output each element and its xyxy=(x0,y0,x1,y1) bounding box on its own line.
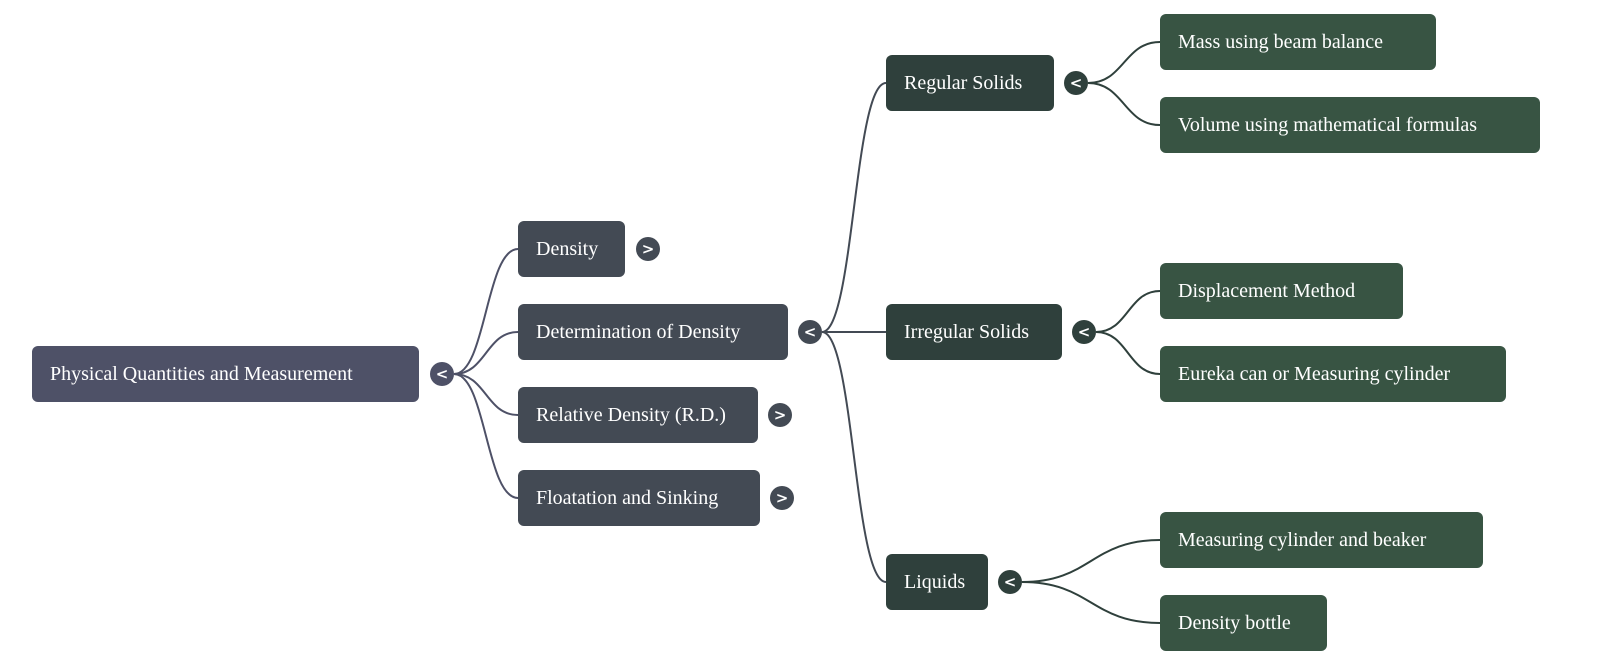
node-density[interactable]: Density xyxy=(518,221,625,277)
node-label: Regular Solids xyxy=(904,72,1023,94)
node-label: Density xyxy=(536,238,599,260)
node-label: Floatation and Sinking xyxy=(536,487,719,509)
node-displacement-method[interactable]: Displacement Method xyxy=(1160,263,1403,319)
node-label: Irregular Solids xyxy=(904,321,1029,343)
node-label: Displacement Method xyxy=(1178,280,1356,302)
node-regular-solids[interactable]: Regular Solids xyxy=(886,55,1054,111)
node-eureka-can[interactable]: Eureka can or Measuring cylinder xyxy=(1160,346,1506,402)
expand-toggle-icon[interactable]: > xyxy=(636,237,660,261)
node-label: Determination of Density xyxy=(536,321,741,343)
node-density-bottle[interactable]: Density bottle xyxy=(1160,595,1327,651)
node-relative-density[interactable]: Relative Density (R.D.) xyxy=(518,387,758,443)
collapse-toggle-icon[interactable]: < xyxy=(1072,320,1096,344)
node-label: Relative Density (R.D.) xyxy=(536,404,726,426)
connector-line xyxy=(1021,539,1161,583)
connector-line xyxy=(1087,82,1161,126)
node-label: Physical Quantities and Measurement xyxy=(50,363,353,385)
collapse-toggle-icon[interactable]: < xyxy=(1064,71,1088,95)
connector-line xyxy=(1087,41,1161,84)
connector-line xyxy=(821,331,887,583)
node-irregular-solids[interactable]: Irregular Solids xyxy=(886,304,1062,360)
node-determination-of-density[interactable]: Determination of Density xyxy=(518,304,788,360)
collapse-toggle-icon[interactable]: < xyxy=(430,362,454,386)
node-mass-using-beam-balance[interactable]: Mass using beam balance xyxy=(1160,14,1436,70)
node-label: Volume using mathematical formulas xyxy=(1178,114,1478,136)
connector-line xyxy=(1021,581,1161,624)
connector-line xyxy=(453,331,519,375)
node-label: Density bottle xyxy=(1178,612,1291,634)
node-volume-using-formulas[interactable]: Volume using mathematical formulas xyxy=(1160,97,1540,153)
connector-line xyxy=(1095,290,1161,333)
node-label: Measuring cylinder and beaker xyxy=(1178,529,1427,551)
expand-toggle-icon[interactable]: > xyxy=(768,403,792,427)
node-floatation-and-sinking[interactable]: Floatation and Sinking xyxy=(518,470,760,526)
expand-toggle-icon[interactable]: > xyxy=(770,486,794,510)
collapse-toggle-icon[interactable]: < xyxy=(998,570,1022,594)
node-liquids[interactable]: Liquids xyxy=(886,554,988,610)
node-label: Liquids xyxy=(904,571,966,593)
collapse-toggle-icon[interactable]: < xyxy=(798,320,822,344)
connector-line xyxy=(821,82,887,333)
connector-line xyxy=(453,373,519,499)
connector-line xyxy=(453,248,519,375)
node-label: Mass using beam balance xyxy=(1178,31,1383,53)
connector-line xyxy=(1095,331,1161,375)
node-measuring-cylinder-and-beaker[interactable]: Measuring cylinder and beaker xyxy=(1160,512,1483,568)
node-physical-quantities[interactable]: Physical Quantities and Measurement xyxy=(32,346,419,402)
connector-line xyxy=(453,373,519,416)
node-label: Eureka can or Measuring cylinder xyxy=(1178,363,1451,385)
